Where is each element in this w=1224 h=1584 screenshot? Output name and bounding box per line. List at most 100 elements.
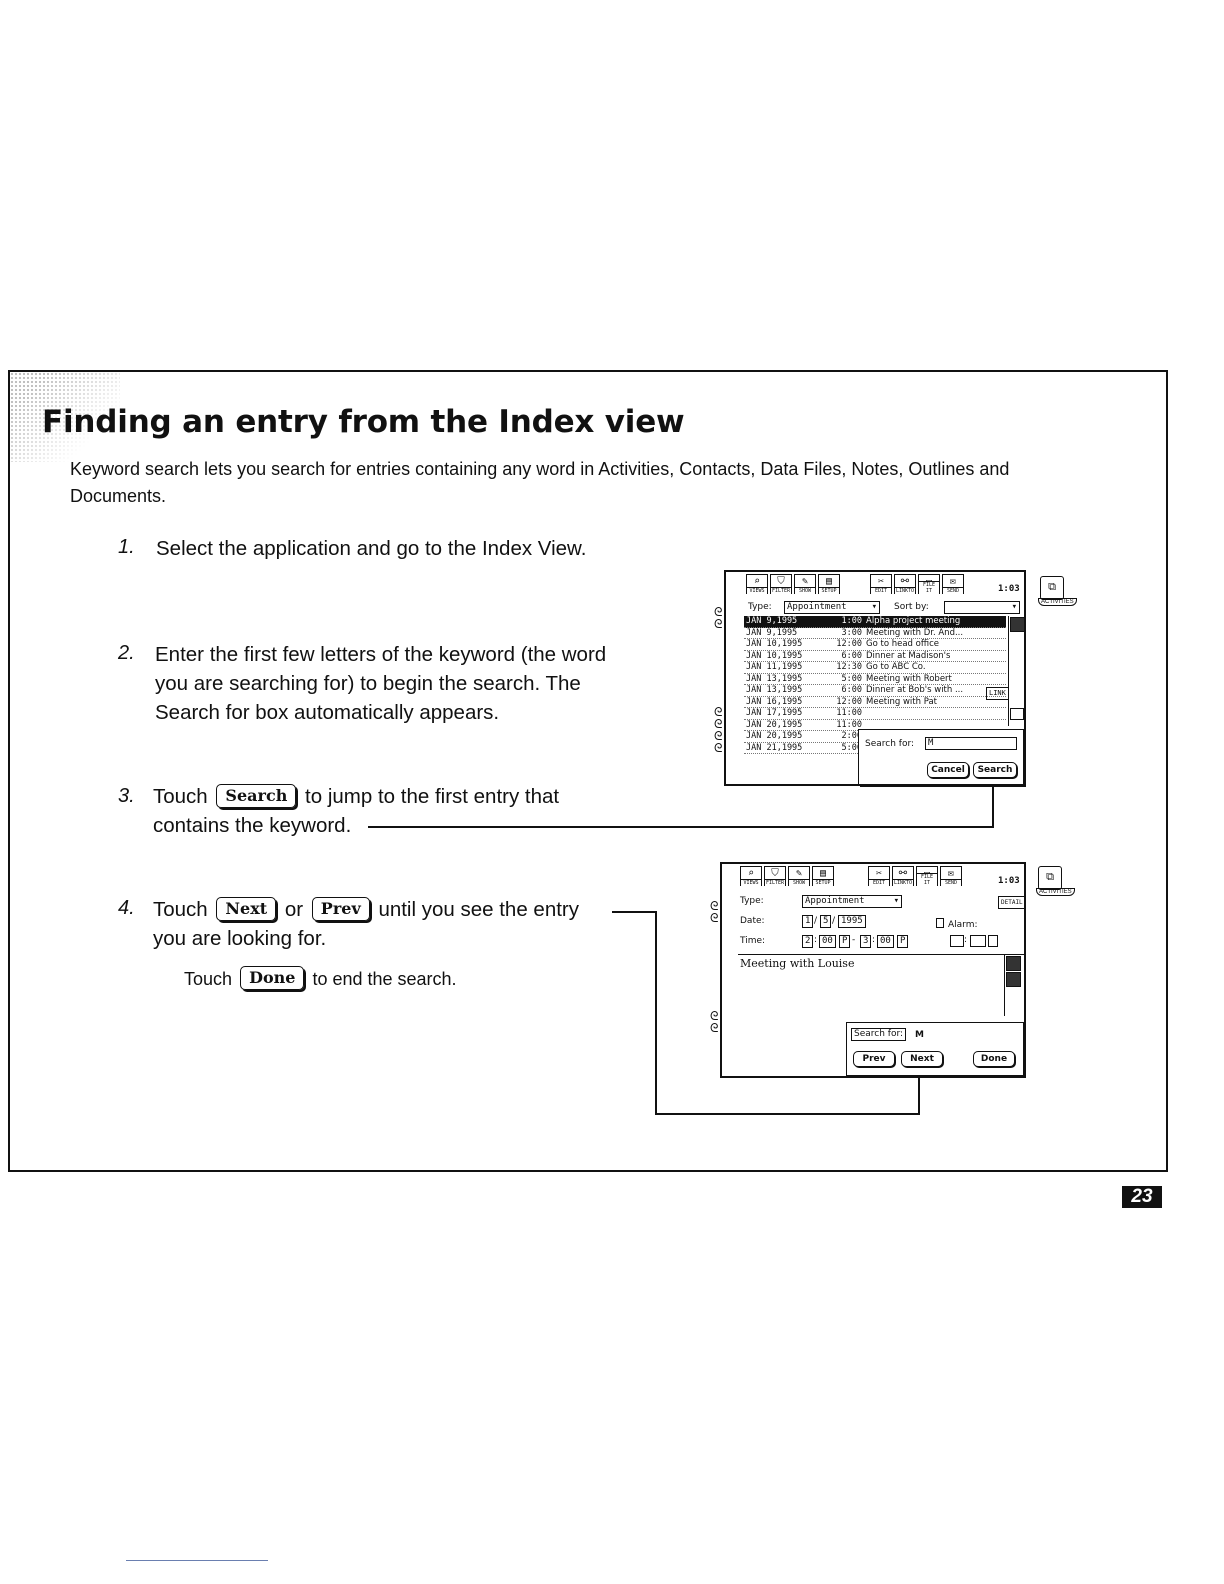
callout-line-step-4-up — [918, 1074, 920, 1115]
cell-subject: Meeting with Dr. And... — [866, 627, 964, 638]
content-frame — [8, 370, 1168, 1172]
time-range-dash: - — [852, 935, 856, 945]
linkto-icon[interactable]: ⚯LINKTO — [894, 574, 916, 594]
chevron-down-icon: ▾ — [1011, 602, 1017, 612]
note-text[interactable]: Meeting with Louise — [740, 957, 855, 970]
done-button[interactable]: Done — [973, 1051, 1015, 1067]
activities-icon[interactable]: ⧉ — [1038, 866, 1062, 890]
step-4-line-2: you are looking for. — [153, 927, 327, 950]
step-3-post: to jump to the first entry that — [305, 785, 560, 808]
edit-icon[interactable]: ✂EDIT — [868, 866, 890, 886]
cell-time: 5:00 — [841, 673, 862, 684]
cell-time: 11:00 — [836, 708, 862, 718]
cancel-button[interactable]: Cancel — [927, 762, 969, 778]
setup-icon[interactable]: ▤SETUP — [812, 866, 834, 886]
start-ampm-field[interactable]: P — [839, 935, 851, 948]
alarm-ampm-field[interactable] — [988, 935, 998, 947]
end-ampm-field[interactable]: P — [897, 935, 909, 948]
sort-by-dropdown[interactable]: ▾ — [944, 601, 1020, 614]
sort-by-label: Sort by: — [894, 602, 929, 612]
views-icon[interactable]: ⌕VIEWS — [746, 574, 768, 594]
time-separator: : — [872, 935, 876, 945]
time-label: Time: — [740, 936, 766, 946]
link-badge[interactable]: LINK — [986, 687, 1009, 700]
filter-icon[interactable]: ⛉FILTER — [770, 574, 792, 594]
next-button[interactable]: Next — [901, 1051, 943, 1067]
cell-time: 12:30 — [836, 662, 862, 672]
linkto-icon[interactable]: ⚯LINKTO — [892, 866, 914, 886]
filter-icon[interactable]: ⛉FILTER — [764, 866, 786, 886]
cell-date: JAN 9,1995 — [746, 616, 798, 626]
page-icon[interactable] — [1010, 708, 1024, 720]
clock: 1:03 — [998, 584, 1020, 594]
fileit-icon[interactable]: ▭FILE IT — [916, 866, 938, 886]
end-minute-field[interactable]: 00 — [877, 935, 894, 948]
step-4-post: until you see the entry — [378, 898, 580, 921]
type-dropdown[interactable]: Appointment▾ — [802, 895, 902, 908]
chevron-down-icon: ▾ — [871, 602, 877, 612]
callout-line-step-3 — [368, 826, 994, 828]
search-button[interactable]: Search — [973, 762, 1017, 778]
alarm-minute-field[interactable] — [970, 935, 986, 947]
cell-time: 5:00 — [841, 742, 862, 753]
date-separator: / — [832, 916, 836, 926]
cell-time: 3:00 — [841, 627, 862, 638]
date-label: Date: — [740, 916, 765, 926]
edit-icon[interactable]: ✂EDIT — [870, 574, 892, 594]
table-row[interactable]: JAN 13,1995 6:00 Dinner at Bob's with ... — [744, 685, 1006, 697]
fileit-icon[interactable]: ▭FILE IT — [918, 574, 940, 594]
show-icon[interactable]: ✎SHOW — [794, 574, 816, 594]
start-minute-field[interactable]: 00 — [819, 935, 836, 948]
cell-subject: Dinner at Bob's with ... — [866, 685, 964, 695]
detail-button[interactable]: DETAIL — [998, 896, 1026, 909]
alarm-hour-field[interactable] — [950, 935, 964, 947]
date-month-field[interactable]: 1 — [802, 915, 814, 928]
scrollbar[interactable] — [1008, 616, 1025, 726]
cell-time: 12:00 — [836, 696, 862, 707]
show-icon[interactable]: ✎SHOW — [788, 866, 810, 886]
step-3-number: 3. — [118, 785, 135, 807]
start-hour-field[interactable]: 2 — [802, 935, 814, 948]
search-for-button[interactable]: Search for: — [851, 1028, 907, 1041]
end-hour-field[interactable]: 3 — [860, 935, 872, 948]
scroll-down-icon[interactable] — [1006, 972, 1021, 987]
cell-time: 6:00 — [841, 685, 862, 695]
activities-tab[interactable]: ACTIVITIES — [1038, 598, 1077, 606]
search-input[interactable]: M — [925, 737, 1017, 750]
views-icon[interactable]: ⌕VIEWS — [740, 866, 762, 886]
setup-icon[interactable]: ▤SETUP — [818, 574, 840, 594]
step-3-line-2: contains the keyword. — [153, 814, 352, 837]
date-year-field[interactable]: 1995 — [838, 915, 866, 928]
type-dropdown[interactable]: Appointment▾ — [784, 601, 880, 614]
prev-button[interactable]: Prev — [853, 1051, 895, 1067]
callout-line-step-4-bottom — [655, 1113, 920, 1115]
scrollbar[interactable] — [1004, 954, 1021, 1016]
cell-date: JAN 16,1995 — [746, 696, 803, 707]
alarm-checkbox[interactable] — [936, 918, 944, 928]
scroll-up-icon[interactable] — [1010, 617, 1025, 632]
date-separator: / — [814, 916, 818, 926]
done-note: Touch Done to end the search. — [184, 966, 457, 990]
date-day-field[interactable]: 5 — [820, 915, 832, 928]
cell-date: JAN 11,1995 — [746, 662, 803, 672]
next-button-illustration: Next — [216, 897, 277, 921]
scroll-up-icon[interactable] — [1006, 956, 1021, 971]
activities-icon[interactable]: ⧉ — [1040, 576, 1064, 600]
send-icon[interactable]: ✉SEND — [940, 866, 962, 886]
activities-tab[interactable]: ACTIVITIES — [1036, 888, 1075, 896]
cell-date: JAN 13,1995 — [746, 685, 803, 695]
time-separator: : — [964, 935, 968, 945]
divider — [738, 954, 1024, 955]
cell-time: 2:00 — [841, 731, 862, 741]
cell-time: 12:00 — [836, 639, 862, 649]
send-icon[interactable]: ✉SEND — [942, 574, 964, 594]
